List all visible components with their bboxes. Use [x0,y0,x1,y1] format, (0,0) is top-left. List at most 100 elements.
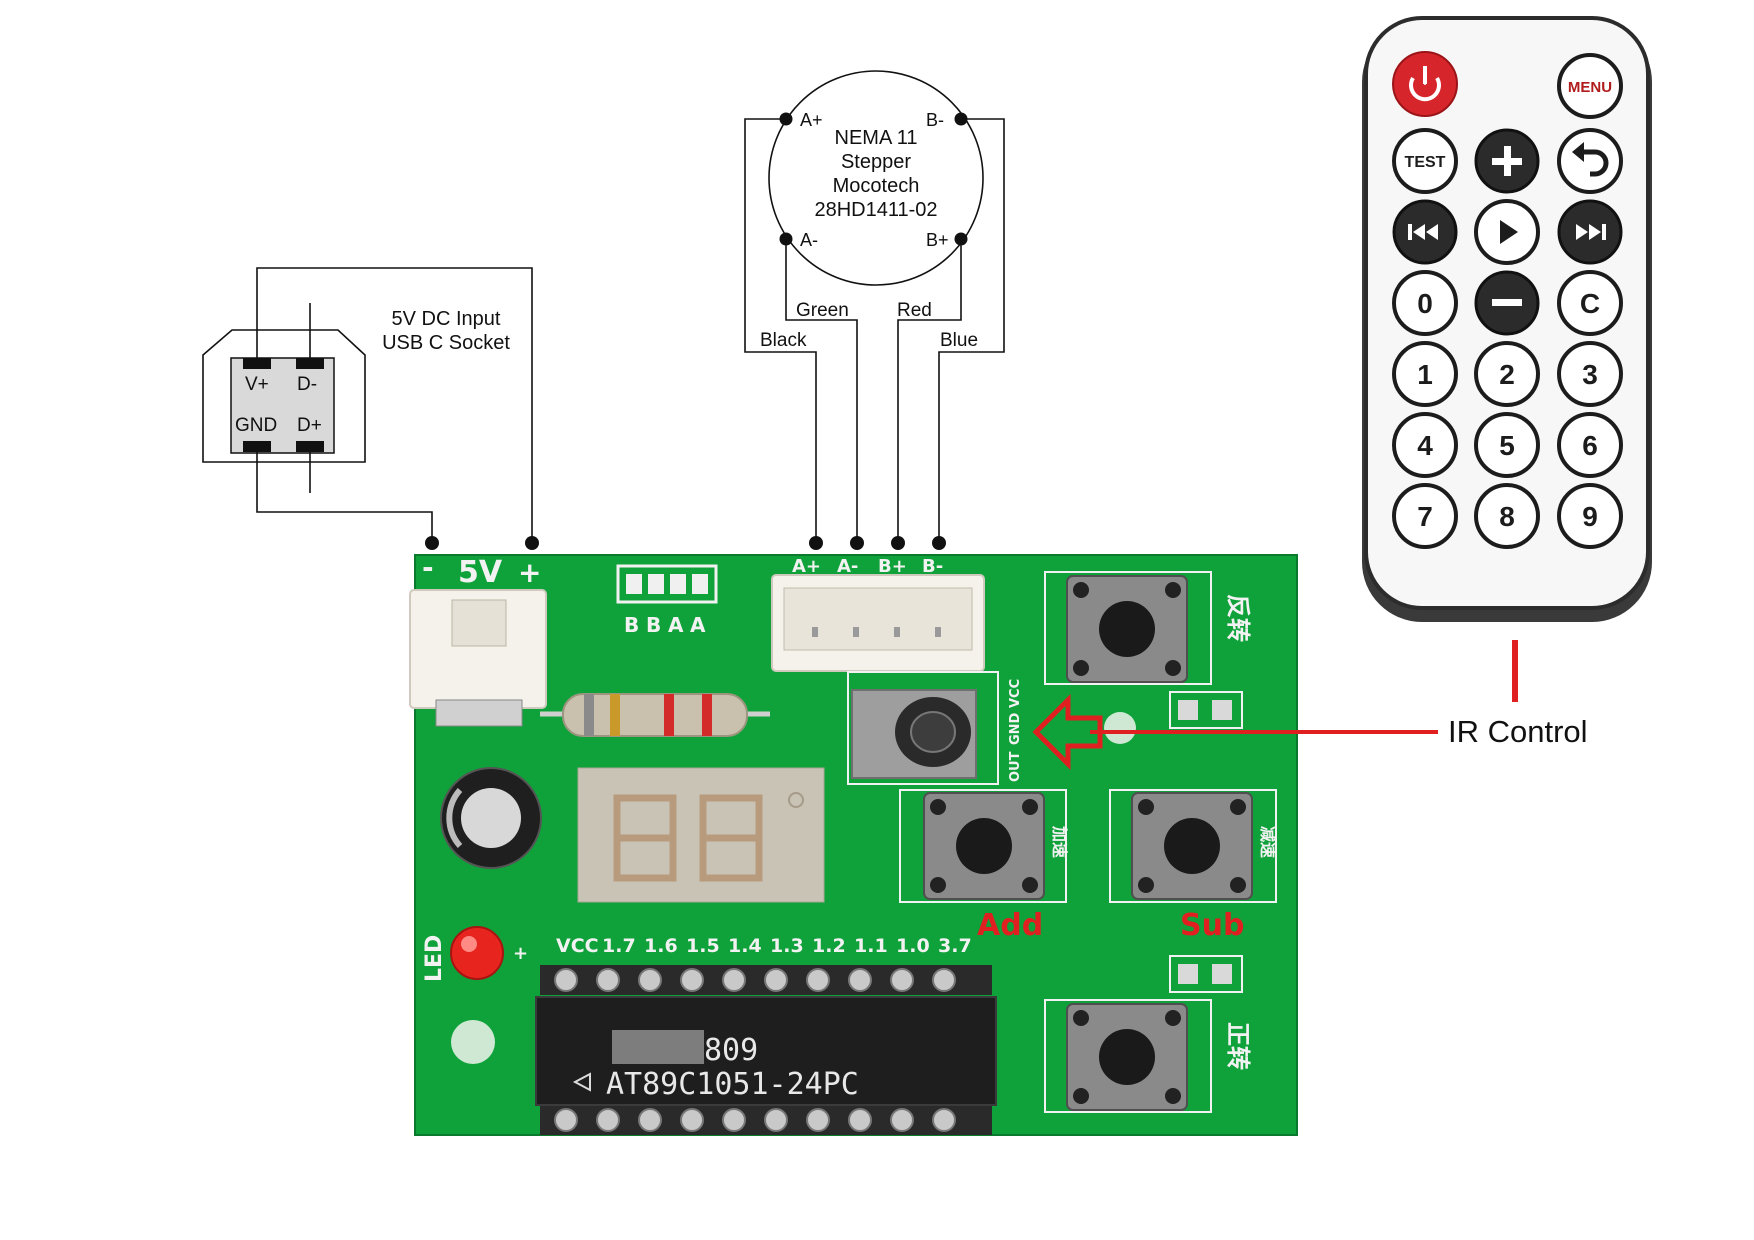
plus-button[interactable] [1474,128,1540,194]
phase-label-2: B [646,613,661,637]
power-button[interactable] [1392,51,1458,117]
back-button[interactable] [1557,128,1623,194]
power-5v-label: 5V [458,555,503,590]
test-button[interactable]: TEST [1392,128,1458,194]
menu-label: MENU [1568,79,1612,96]
key-c[interactable]: C [1557,270,1623,336]
led-plus-label: + [513,943,528,964]
key-9[interactable]: 9 [1557,483,1623,549]
motor-line1: NEMA 11 [835,127,918,149]
phase-label-1: B [624,613,639,637]
header-label-bplus: B+ [878,556,907,577]
wire-label-black: Black [760,330,807,351]
controller-board: - 5V + B B A A A+ A- B+ B- [409,551,1298,1136]
ir-remote: MENU TEST [1362,16,1652,622]
key-3[interactable]: 3 [1557,341,1623,407]
chip-marking-line2: AT89C1051-24PC [606,1067,859,1102]
play-icon [1500,220,1518,244]
chip-pin-1-0: 1.0 [896,935,930,957]
test-label: TEST [1405,154,1446,171]
play-button[interactable] [1474,199,1540,265]
button-add-label: Add [977,908,1043,943]
ir-pin-vcc: VCC [1008,679,1023,708]
motor-line4: 28HD1411-02 [814,199,937,221]
chip-pin-1-5: 1.5 [686,935,720,957]
key-7[interactable]: 7 [1392,483,1458,549]
power-plus-label: + [518,556,541,589]
key-2-label: 2 [1499,359,1515,390]
led-label: LED [422,935,447,982]
motor-pin-bminus: B- [926,110,944,130]
header-label-aminus: A- [837,556,858,577]
motor-line3: Mocotech [833,175,920,197]
button-sub-label: Sub [1180,908,1244,943]
usb-wires [256,267,533,543]
key-3-label: 3 [1582,359,1598,390]
plus-icon [1492,146,1522,176]
button-add[interactable] [899,789,1067,903]
motor-pin-aplus: A+ [800,110,823,130]
key-4-label: 4 [1417,430,1433,461]
button-forward-label: 正转 [1224,1022,1252,1070]
button-sub[interactable] [1109,789,1277,903]
wire-label-blue: Blue [940,330,978,351]
ir-control-label: IR Control [1448,714,1588,749]
rewind-button[interactable] [1392,199,1458,265]
key-0[interactable]: 0 [1392,270,1458,336]
minus-button[interactable] [1474,270,1540,336]
button-reverse[interactable] [1044,571,1212,685]
phase-led-array [616,564,718,604]
motor-pin-bplus: B+ [926,230,949,250]
fast-forward-button[interactable] [1557,199,1623,265]
motor-line2: Stepper [841,151,911,173]
phase-label-4: A [690,613,706,637]
seven-segment-display [577,767,825,903]
chip-pin-1-4: 1.4 [728,935,762,957]
rewind-icon [1408,224,1438,240]
chip-pin-1-3: 1.3 [770,935,804,957]
chip-pin-1-6: 1.6 [644,935,678,957]
ir-pin-gnd: GND [1008,712,1023,745]
chip-pin-1-2: 1.2 [812,935,846,957]
chip-pin-3-7: 3.7 [938,935,972,957]
phase-label-3: A [668,613,684,637]
resistor [540,693,770,737]
button-reverse-label: 反转 [1224,594,1252,642]
header-label-aplus: A+ [792,556,821,577]
motor-header-connector [771,574,985,672]
button-sub-cn-label: 减速 [1258,826,1277,858]
motor-pin-aminus: A- [800,230,818,250]
microcontroller-chip [535,965,997,1135]
button-forward[interactable] [1044,999,1212,1113]
power-icon [1424,83,1426,85]
motor-wires [744,118,1005,543]
key-8-label: 8 [1499,501,1515,532]
wire-label-red: Red [897,300,932,321]
key-8[interactable]: 8 [1474,483,1540,549]
pad-pairs [1169,691,1243,993]
key-5[interactable]: 5 [1474,412,1540,478]
usb-socket-schematic: V+ D- GND D+ 5V DC Input USB C Socket [202,303,510,493]
status-led [450,926,504,980]
key-1[interactable]: 1 [1392,341,1458,407]
ir-pin-out: OUT [1008,751,1023,782]
menu-button[interactable]: MENU [1557,53,1623,119]
key-6[interactable]: 6 [1557,412,1623,478]
chip-pin-vcc: VCC [556,935,599,957]
chip-pin-1-7: 1.7 [602,935,636,957]
ir-control-arrow[interactable] [1032,640,1518,771]
usb-pin-dplus: D+ [297,415,322,436]
key-4[interactable]: 4 [1392,412,1458,478]
key-c-label: C [1580,288,1600,319]
back-arrow-icon [1572,142,1609,177]
key-1-label: 1 [1417,359,1433,390]
wire-label-green: Green [796,300,849,321]
power-minus-label: - [422,551,434,584]
terminal-dots [425,536,946,550]
key-2[interactable]: 2 [1474,341,1540,407]
minus-icon [1492,299,1522,306]
fast-forward-icon [1576,224,1606,240]
key-9-label: 9 [1582,501,1598,532]
mounting-hole-right [1104,712,1136,744]
